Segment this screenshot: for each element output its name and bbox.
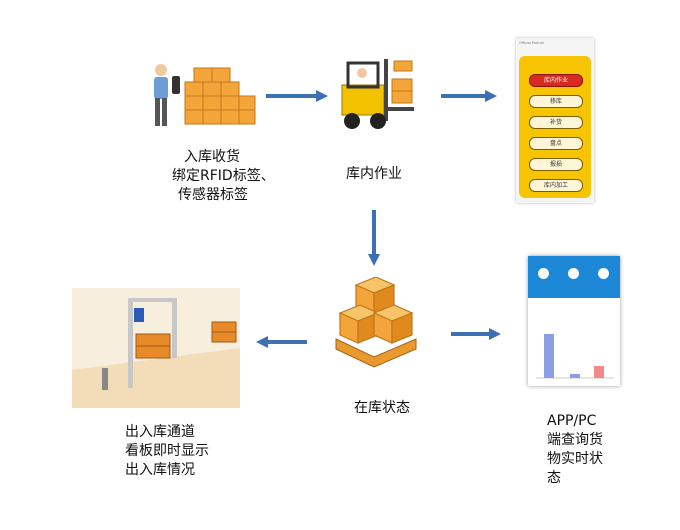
menu-item-move[interactable]: 移库 bbox=[529, 95, 583, 108]
menu-background: 库内作业 移库 补货 盘点 报损 库内加工 bbox=[519, 56, 591, 198]
outbound-label-line-2: 看板即时显示 bbox=[125, 443, 209, 459]
operations-menu-panel: Official Partner 库内作业 移库 补货 盘点 报损 库内加工 bbox=[516, 38, 594, 203]
app-feature-icon bbox=[538, 268, 549, 279]
menu-item-inside-ops[interactable]: 库内作业 bbox=[529, 74, 583, 87]
inbound-label-line-2: 绑定RFID标签、 bbox=[172, 168, 275, 184]
outbound-label-line-3: 出入库情况 bbox=[125, 462, 195, 478]
app-feature-icon bbox=[568, 268, 579, 279]
inbound-label-line-1: 入库收货 bbox=[184, 149, 240, 165]
outbound-label-line-1: 出入库通道 bbox=[125, 424, 195, 440]
app-label-line-4: 态 bbox=[547, 470, 561, 486]
panel-caption: Official Partner bbox=[519, 41, 545, 45]
app-label-line-3: 物实时状 bbox=[547, 451, 603, 467]
warehouse-channel-icon bbox=[72, 288, 240, 408]
pallet-boxes-icon bbox=[335, 277, 417, 368]
app-screen bbox=[528, 256, 620, 386]
menu-item-processing[interactable]: 库内加工 bbox=[529, 179, 583, 192]
app-label-line-2: 端查询货 bbox=[547, 432, 603, 448]
stock-status-label: 在库状态 bbox=[354, 400, 410, 416]
app-feature-icon bbox=[598, 268, 609, 279]
app-label-line-1: APP/PC bbox=[547, 413, 597, 429]
forklift-icon bbox=[341, 59, 414, 129]
menu-item-loss[interactable]: 报损 bbox=[529, 158, 583, 171]
inside-ops-label: 库内作业 bbox=[346, 166, 402, 182]
menu-item-replenish[interactable]: 补货 bbox=[529, 116, 583, 129]
scanner-worker-icon bbox=[154, 64, 256, 126]
menu-item-inventory[interactable]: 盘点 bbox=[529, 137, 583, 150]
inbound-label-line-3: 传感器标签 bbox=[178, 187, 248, 203]
app-header bbox=[528, 256, 620, 298]
app-bar-chart bbox=[536, 334, 614, 379]
